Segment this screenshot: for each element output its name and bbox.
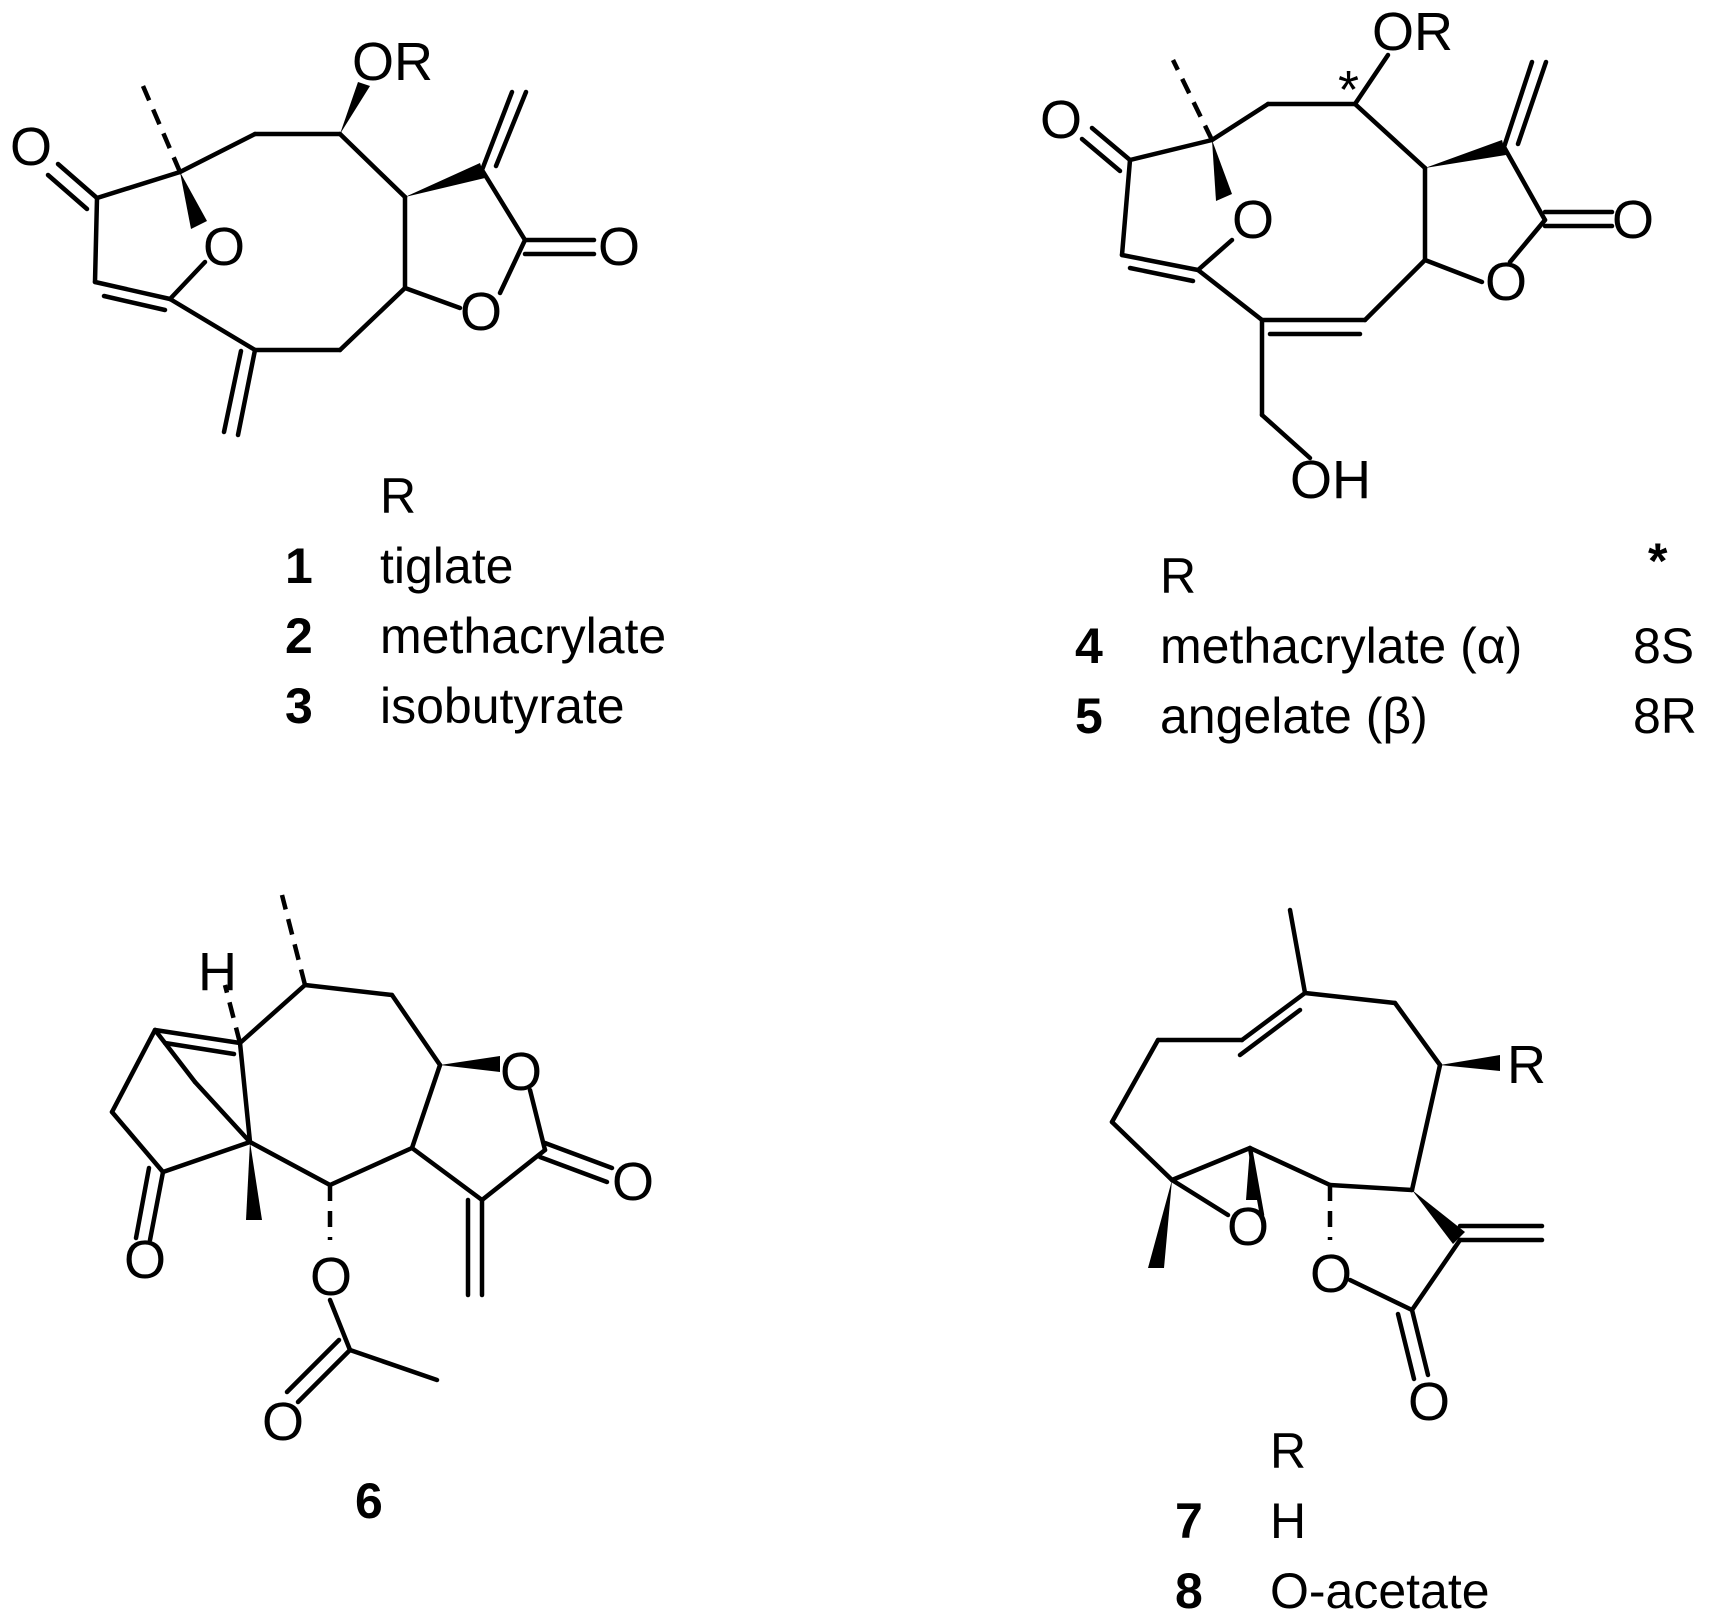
- compound-r-4: methacrylate (α): [1160, 618, 1522, 674]
- c4-lactone-o: O: [1310, 1244, 1352, 1304]
- c1-ring-o: O: [203, 217, 245, 277]
- c4-lactone-carbonyl-o: O: [1408, 1372, 1450, 1432]
- compound-r-8: O-acetate: [1270, 1563, 1490, 1618]
- structure-compounds-4-5: OH OR * O O O O: [1040, 2, 1654, 510]
- table-compounds-7-8: R 7 H 8 O-acetate: [1175, 1423, 1490, 1618]
- c2-oh: OH: [1290, 450, 1371, 510]
- c3-h: H: [198, 942, 237, 1002]
- compound-number-2: 2: [285, 608, 313, 664]
- table-compounds-4-5: R * 4 methacrylate (α) 8S 5 angelate (β)…: [1075, 533, 1697, 744]
- compound-r-7: H: [1270, 1493, 1306, 1549]
- compound-number-6: 6: [355, 1473, 383, 1529]
- compound-r-1: tiglate: [380, 538, 513, 594]
- table-7-8-header: R: [1270, 1423, 1306, 1479]
- c2-lactone-o: O: [1485, 252, 1527, 312]
- c3-ketone-o: O: [124, 1230, 166, 1290]
- c3-lactone-carbonyl-o: O: [612, 1152, 654, 1212]
- compound-number-8: 8: [1175, 1563, 1203, 1618]
- c3-acetyl-o: O: [262, 1392, 304, 1452]
- structure-compounds-1-3: O O OR O O: [10, 32, 640, 438]
- compound-number-3: 3: [285, 678, 313, 734]
- structure-compound-6: O H O O O O 6: [109, 894, 654, 1529]
- compound-number-1: 1: [285, 538, 313, 594]
- c2-lactone-carbonyl-o: O: [1612, 190, 1654, 250]
- table-1-3-header: R: [380, 468, 416, 524]
- table-4-5-header-star: *: [1648, 533, 1668, 589]
- compound-config-5: 8R: [1633, 688, 1697, 744]
- c3-ester-o: O: [310, 1247, 352, 1307]
- c2-star: *: [1338, 60, 1359, 120]
- c3-lactone-o: O: [500, 1042, 542, 1102]
- table-4-5-header-r: R: [1160, 548, 1196, 604]
- table-compounds-1-3: R 1 tiglate 2 methacrylate 3 isobutyrate: [285, 468, 666, 734]
- c4-epoxide-o: O: [1227, 1197, 1269, 1257]
- compound-r-5: angelate (β): [1160, 688, 1428, 744]
- c2-carbonyl-o: O: [1040, 90, 1082, 150]
- compound-number-4: 4: [1075, 618, 1103, 674]
- c1-lactone-carbonyl-o: O: [598, 217, 640, 277]
- compound-number-7: 7: [1175, 1493, 1203, 1549]
- compound-r-2: methacrylate: [380, 608, 666, 664]
- compound-config-4: 8S: [1633, 618, 1694, 674]
- c2-ring-o: O: [1232, 190, 1274, 250]
- c1-lactone-o: O: [460, 282, 502, 342]
- c1-or-group: OR: [352, 32, 433, 92]
- compound-number-5: 5: [1075, 688, 1103, 744]
- c1-carbonyl-o: O: [10, 117, 52, 177]
- c2-or-group: OR: [1372, 2, 1453, 62]
- c4-r: R: [1507, 1035, 1546, 1095]
- structure-compounds-7-8: R O O O: [1109, 907, 1546, 1432]
- compound-r-3: isobutyrate: [380, 678, 625, 734]
